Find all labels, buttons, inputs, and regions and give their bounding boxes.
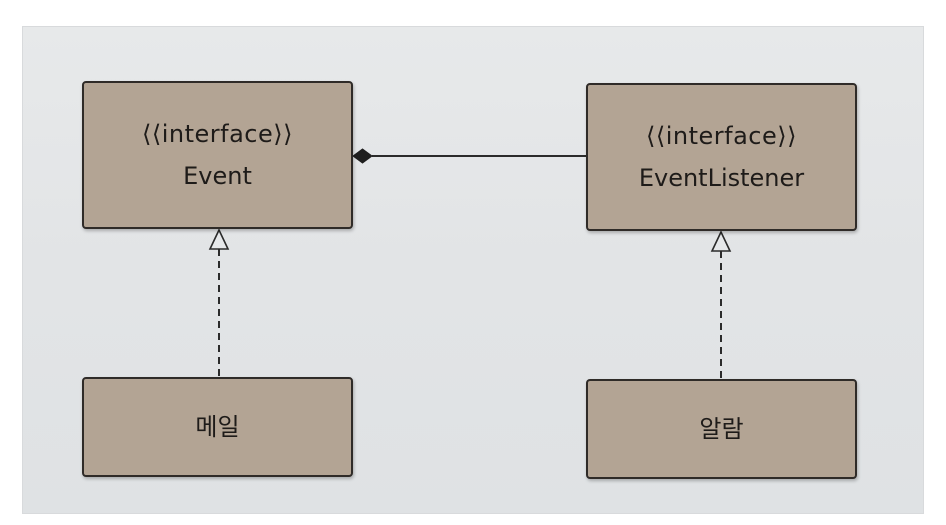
realization-arrowhead-listener	[710, 230, 732, 252]
alarm-class-box: 알람	[586, 379, 857, 479]
event-interface-box: ⟨⟨interface⟩⟩ Event	[82, 81, 353, 229]
mail-class-box: 메일	[82, 377, 353, 477]
event-class-name: Event	[183, 162, 252, 190]
event-stereotype: ⟨⟨interface⟩⟩	[142, 120, 293, 148]
composition-diamond	[352, 148, 373, 164]
event-listener-stereotype: ⟨⟨interface⟩⟩	[646, 122, 797, 150]
alarm-class-name: 알람	[699, 415, 744, 443]
event-listener-class-name: EventListener	[638, 164, 805, 192]
mail-class-name: 메일	[195, 413, 240, 441]
event-listener-interface-box: ⟨⟨interface⟩⟩ EventListener	[586, 83, 857, 231]
realization-arrowhead-event	[208, 228, 230, 250]
